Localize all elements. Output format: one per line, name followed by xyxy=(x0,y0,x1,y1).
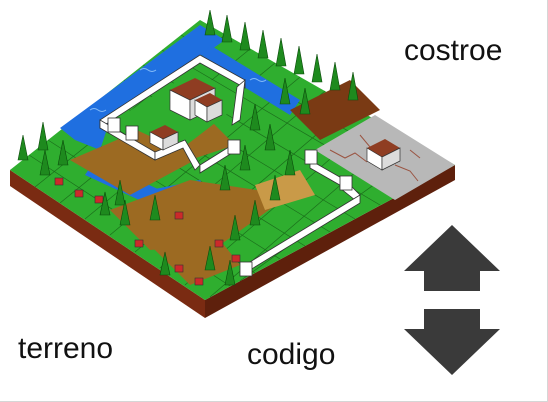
village-huts xyxy=(54,177,241,286)
board-side-left xyxy=(10,170,205,318)
courtyard-house xyxy=(149,125,179,151)
stone-house xyxy=(366,139,401,171)
board-side-right xyxy=(205,165,455,318)
label-costroe[interactable]: costroe xyxy=(404,34,503,67)
dirt-slope xyxy=(290,80,380,140)
arrow-down-icon[interactable] xyxy=(402,307,502,377)
arrow-up-icon[interactable] xyxy=(402,223,502,293)
wall-towers xyxy=(107,117,353,277)
label-codigo[interactable]: codigo xyxy=(247,338,336,371)
forest-trees xyxy=(17,9,359,286)
castle-keep xyxy=(169,78,223,123)
label-terreno[interactable]: terreno xyxy=(18,332,114,365)
